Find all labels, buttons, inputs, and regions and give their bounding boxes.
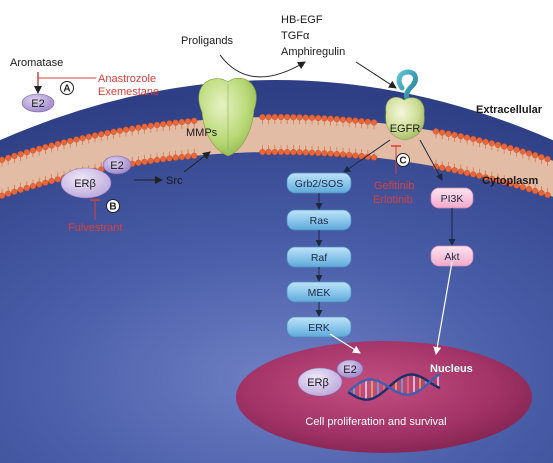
svg-text:Akt: Akt (444, 251, 459, 263)
svg-text:Raf: Raf (311, 252, 327, 264)
cytoplasm-label: Cytoplasm (482, 175, 538, 187)
src-label: Src (166, 175, 183, 187)
nucleus-label: Nucleus (430, 363, 473, 375)
egfr-receptor (385, 69, 425, 141)
svg-text:Grb2/SOS: Grb2/SOS (295, 178, 343, 190)
svg-text:B: B (109, 202, 116, 213)
marker-c: C (396, 153, 410, 167)
erlotinib-label: Erlotinib (373, 194, 413, 206)
hb-egf-label: HB-EGF (281, 14, 323, 26)
erk-to-nucleus-arrow (329, 333, 361, 354)
anastrozole-label: Anastrozole (98, 73, 156, 85)
svg-text:ERK: ERK (308, 322, 330, 334)
cell-proliferation-label: Cell proliferation and survival (305, 416, 446, 428)
ligand-to-egfr-arrow (355, 61, 397, 89)
fulvestrant-label: Fulvestrant (68, 222, 122, 234)
er-beta-complex (60, 155, 132, 199)
nuclear-er-beta-complex (297, 359, 364, 397)
egfr-to-pi3k-arrow (419, 139, 443, 181)
svg-text:PI3K: PI3K (441, 193, 464, 205)
aromatase-label: Aromatase (10, 57, 63, 69)
gefitinib-label: Gefitinib (374, 180, 414, 192)
node-akt: Akt (430, 245, 474, 267)
svg-text:A: A (63, 84, 70, 95)
svg-text:E2: E2 (31, 98, 44, 110)
mmps-label: MMPs (186, 127, 218, 139)
marker-b: B (106, 199, 120, 213)
dna-helix-icon (347, 372, 441, 401)
node-mek: MEK (286, 281, 352, 303)
node-raf: Raf (286, 246, 352, 268)
extracellular-label: Extracellular (476, 104, 543, 116)
svg-text:Ras: Ras (310, 215, 329, 227)
proligand-cleavage-arrow (219, 54, 306, 78)
node-pi3k: PI3K (430, 187, 474, 209)
pi3k-akt-pathway: PI3K Akt (430, 187, 474, 267)
nucleus-e2-label: E2 (343, 364, 356, 376)
akt-to-nucleus-arrow (433, 261, 453, 355)
nucleus-er-beta-label: ERβ (307, 377, 329, 389)
svg-text:MEK: MEK (308, 287, 331, 299)
nucleus (236, 341, 532, 453)
egfr-label: EGFR (390, 123, 421, 135)
mmps-complex (198, 77, 257, 157)
marker-a: A (60, 81, 74, 95)
egfr-to-grb2-arrow (343, 139, 391, 173)
tgfa-label: TGFα (281, 30, 310, 42)
e2-bound-label: E2 (110, 160, 123, 172)
exemestane-label: Exemestane (98, 86, 159, 98)
cell-membrane (0, 113, 553, 199)
proligands-label: Proligands (181, 35, 233, 47)
e2-ligand-top: E2 (21, 93, 55, 113)
amphiregulin-label: Amphiregulin (281, 46, 345, 58)
svg-text:C: C (399, 156, 406, 167)
node-grb2-sos: Grb2/SOS (286, 172, 352, 194)
src-to-mmps-arrow (183, 151, 211, 173)
node-erk: ERK (286, 316, 352, 338)
er-beta-label: ERβ (74, 178, 96, 190)
node-ras: Ras (286, 209, 352, 231)
